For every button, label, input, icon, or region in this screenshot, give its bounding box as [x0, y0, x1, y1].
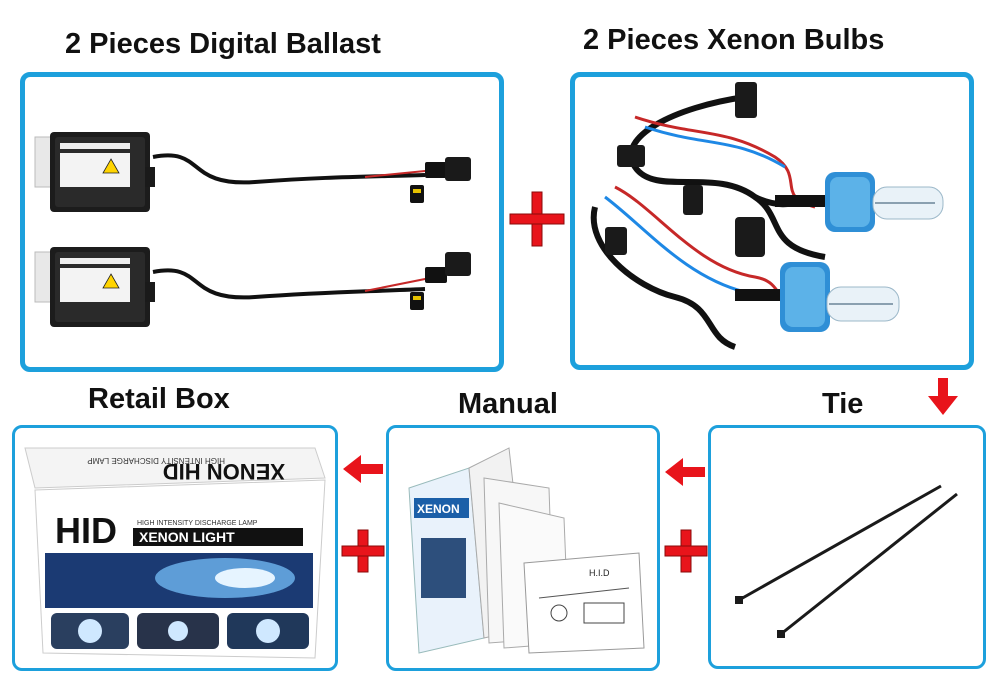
manual-cover-text: XENON — [417, 502, 460, 516]
cable-tie-illustration — [735, 484, 958, 638]
plus-icon — [663, 528, 709, 574]
box-top-brand: XENON HID — [163, 459, 285, 484]
retail-box-panel: XENON HID HIGH INTENSITY DISCHARGE LAMP … — [12, 425, 338, 671]
retail-box-illustration: XENON HID HIGH INTENSITY DISCHARGE LAMP … — [24, 447, 326, 659]
retail-box-title: Retail Box — [88, 383, 230, 415]
ballast-illustration — [34, 132, 471, 327]
box-top-sub: HIGH INTENSITY DISCHARGE LAMP — [87, 456, 225, 465]
manual-illustration: XENON H.I.D — [408, 447, 645, 654]
tie-panel — [708, 425, 986, 669]
ballast-unit-1 — [34, 132, 471, 212]
tie-title: Tie — [822, 388, 864, 420]
manual-panel: XENON H.I.D — [386, 425, 660, 671]
bulbs-illustration — [590, 82, 944, 350]
plus-icon — [508, 190, 566, 248]
bulbs-title: 2 Pieces Xenon Bulbs — [583, 24, 885, 56]
manual-page-text: H.I.D — [589, 568, 610, 578]
xenon-bulb-1 — [775, 172, 944, 232]
box-hid-text: HID — [55, 510, 117, 551]
ballast-panel — [20, 72, 504, 372]
arrow-left-icon — [665, 458, 705, 486]
box-xenon-light-text: XENON LIGHT — [139, 529, 235, 545]
arrow-left-icon — [343, 455, 383, 483]
plus-icon — [340, 528, 386, 574]
ballast-unit-2 — [34, 247, 471, 327]
xenon-bulb-2 — [735, 262, 900, 332]
box-front-sub: HIGH INTENSITY DISCHARGE LAMP — [137, 520, 258, 527]
manual-title: Manual — [458, 388, 558, 420]
arrow-down-icon — [928, 378, 958, 416]
ballast-title: 2 Pieces Digital Ballast — [65, 28, 381, 60]
bulbs-panel — [570, 72, 974, 370]
